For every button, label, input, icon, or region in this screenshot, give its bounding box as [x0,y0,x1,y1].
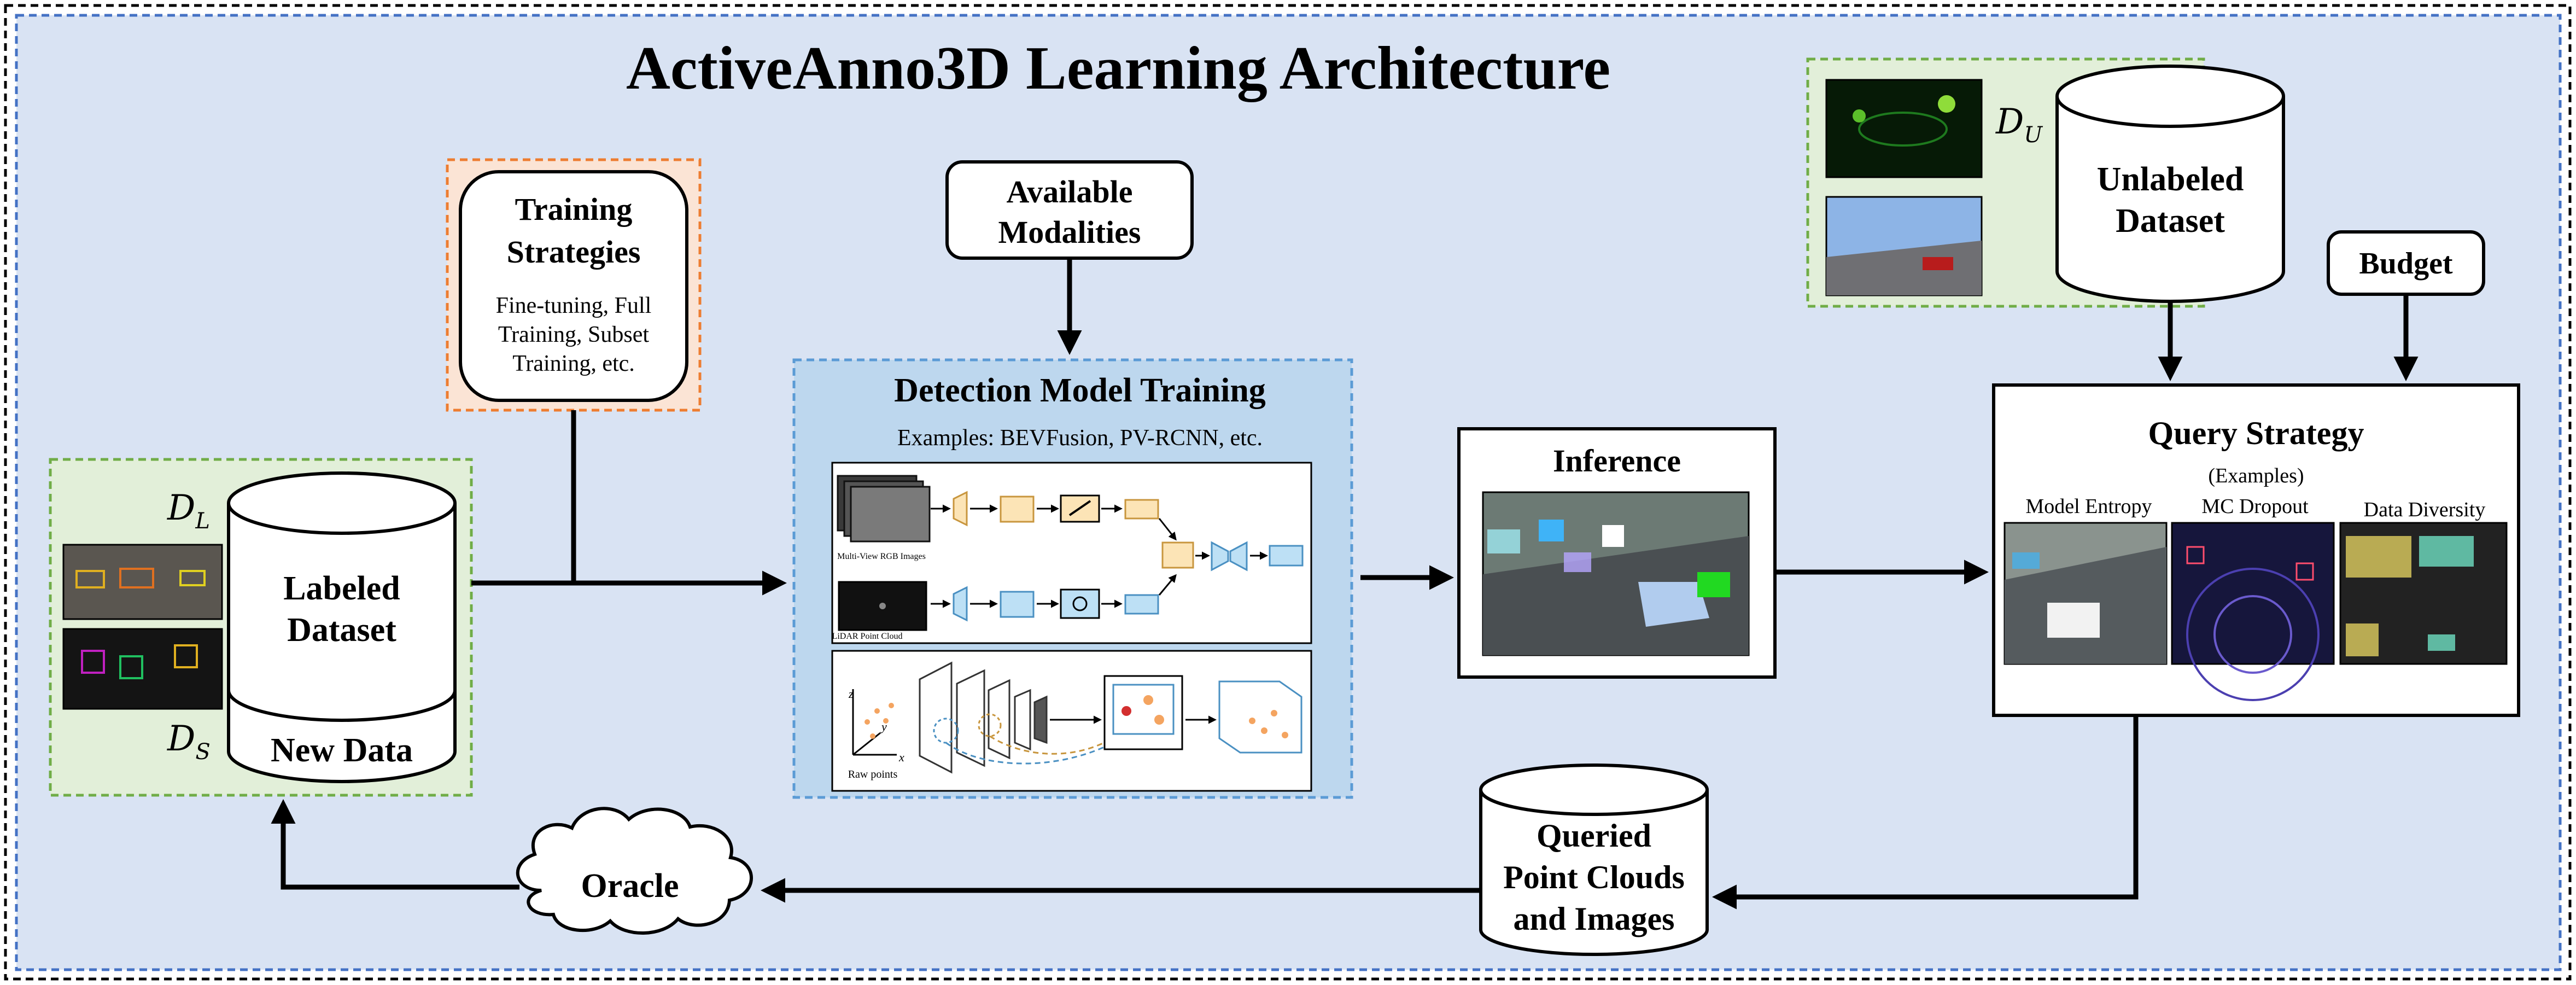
available-modalities-line-1: Available [1007,174,1133,209]
labeled-dataset-line-1: Labeled [283,570,400,607]
ds-symbol: DS [167,719,211,765]
rgb-images-caption: Multi-View RGB Images [837,552,926,561]
available-modalities-line-2: Modalities [998,214,1141,250]
oracle-cloud [516,807,753,935]
oracle-label: Oracle [581,867,679,905]
queried-line-2: Point Clouds [1503,859,1685,895]
axis-x-label: x [898,750,904,764]
training-strategies-body-1: Fine-tuning, Full [496,293,652,318]
training-strategies-heading-2: Strategies [507,234,641,270]
queried-data-cylinder [1479,763,1709,956]
inference-scene-image [1482,491,1750,656]
data-diversity-thumbnail [2339,522,2508,665]
new-data-label: New Data [271,732,413,769]
labeled-lidar-thumbnail [62,628,223,710]
example-model-entropy-label: Model Entropy [2025,495,2152,518]
labeled-camera-thumbnail [62,544,223,620]
unlabeled-dataset-line-1: Unlabeled [2097,161,2244,198]
axis-z-label: z [848,687,854,701]
training-strategies-body-2: Training, Subset [498,322,649,347]
point-rcnn-pipeline-figure: z y x Raw points [831,650,1312,792]
flow-arrows [271,258,2419,910]
detection-model-training-title: Detection Model Training [894,372,1266,409]
arrow-oracle-to-labeled [271,799,519,890]
labeled-dataset-cylinder [227,471,457,783]
training-strategies-heading-1: Training [515,191,633,227]
queried-line-1: Queried [1537,818,1651,854]
inference-title: Inference [1553,443,1681,479]
dl-symbol: DL [167,488,210,534]
unlabeled-lidar-thumbnail [1825,79,1983,178]
queried-line-3: and Images [1513,901,1674,937]
du-symbol: DU [1995,102,2043,148]
budget-label: Budget [2359,247,2452,281]
fusion-pipeline-figure: Multi-View RGB Images LiDAR Point Cloud [831,462,1312,644]
lidar-caption: LiDAR Point Cloud [832,632,903,641]
mc-dropout-thumbnail [2171,522,2335,701]
query-strategy-title: Query Strategy [2148,415,2364,451]
labeled-dataset-line-2: Dataset [287,611,396,649]
training-strategies-box [459,170,688,402]
training-strategies-body-3: Training, etc. [512,351,635,376]
detection-model-training-examples: Examples: BEVFusion, PV-RCNN, etc. [897,426,1263,451]
raw-points-caption: Raw points [848,768,898,780]
query-strategy-subtitle: (Examples) [2208,464,2304,487]
arrow-query-to-queried [1712,715,2139,910]
unlabeled-dataset-cylinder [2055,65,2285,303]
example-data-diversity-label: Data Diversity [2364,498,2486,521]
diagram-title: ActiveAnno3D Learning Architecture [626,34,1610,102]
example-mc-dropout-label: MC Dropout [2201,495,2309,518]
unlabeled-dataset-line-2: Dataset [2116,202,2225,240]
outer-border [4,4,2572,981]
model-entropy-thumbnail [2003,522,2168,665]
